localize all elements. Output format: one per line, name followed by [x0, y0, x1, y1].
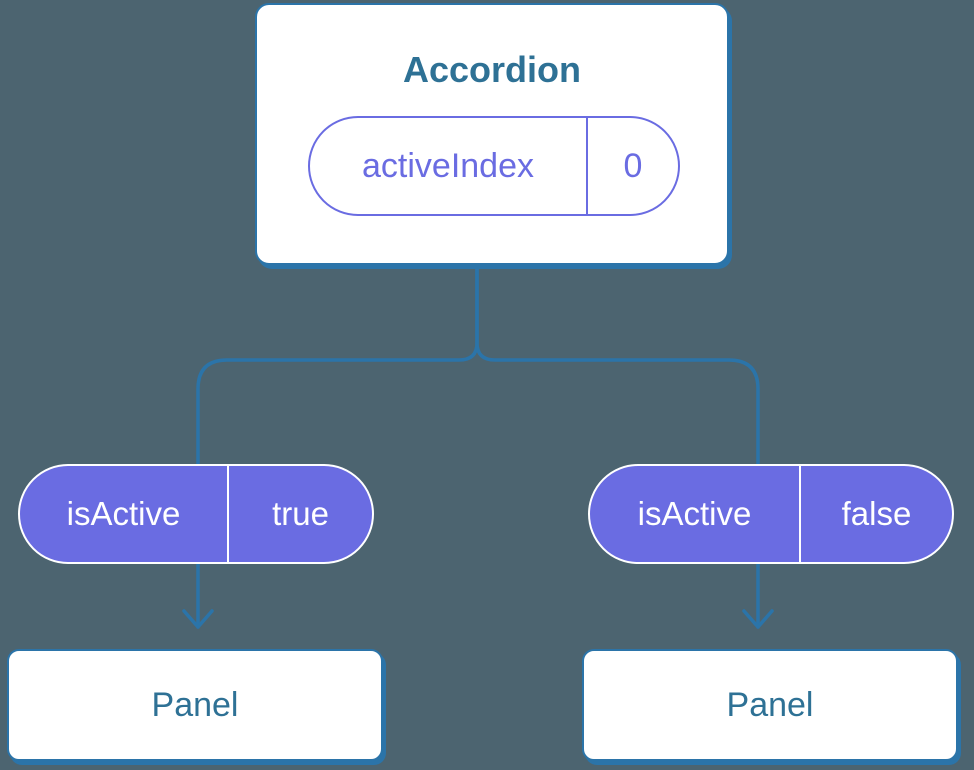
accordion-title: Accordion — [402, 49, 581, 90]
prop-pill-label: isActive — [590, 466, 801, 562]
connector-branch-right — [475, 265, 760, 629]
prop-pill-label: isActive — [20, 466, 229, 562]
panel-label: Panel — [151, 685, 239, 724]
panel-box-right: Panel — [582, 649, 958, 761]
connector-branch-left — [196, 265, 479, 629]
arrow-down-icon — [182, 609, 214, 629]
panel-label: Panel — [726, 685, 814, 724]
state-pill-activeindex: activeIndex 0 — [308, 116, 680, 216]
prop-pill-isactive-false: isActive false — [588, 464, 954, 564]
state-pill-label: activeIndex — [310, 118, 588, 214]
arrow-down-icon — [742, 609, 774, 629]
state-pill-value: 0 — [623, 146, 643, 185]
prop-pill-value: false — [841, 495, 912, 532]
prop-pill-isactive-true: isActive true — [18, 464, 374, 564]
accordion-card: Accordion activeIndex 0 — [255, 3, 729, 265]
prop-pill-value: true — [272, 495, 329, 532]
panel-box-left: Panel — [7, 649, 383, 761]
